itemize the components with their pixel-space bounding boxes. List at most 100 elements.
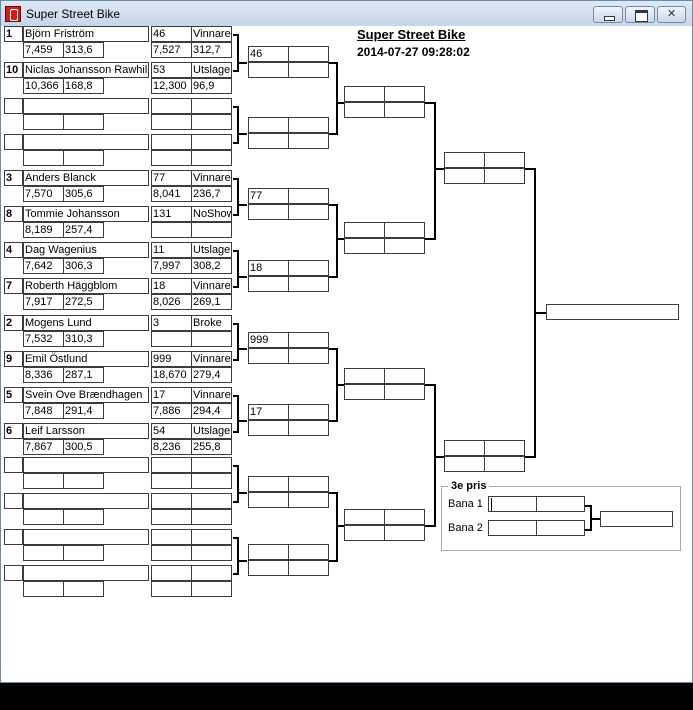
reaction-time2-field[interactable]: 12,300 — [151, 78, 192, 94]
seed-box[interactable] — [4, 529, 23, 545]
seed-box[interactable] — [4, 98, 23, 114]
reaction-time-field[interactable] — [23, 581, 64, 597]
result-field[interactable] — [191, 529, 232, 545]
reaction-time2-field[interactable] — [151, 114, 192, 130]
seed-box[interactable] — [4, 134, 23, 150]
round2-field[interactable] — [248, 276, 289, 292]
seed-box[interactable]: 9 — [4, 351, 23, 367]
maximize-button[interactable] — [625, 6, 655, 23]
rider-name-field[interactable] — [23, 493, 149, 509]
speed-field[interactable] — [63, 581, 104, 597]
speed-field[interactable] — [63, 545, 104, 561]
rider-name-field[interactable] — [23, 565, 149, 581]
round3-field[interactable] — [344, 238, 385, 254]
round3-field[interactable] — [384, 384, 425, 400]
result-field[interactable]: NoShow — [191, 206, 232, 222]
rider-name-field[interactable]: Svein Ove Brændhagen — [23, 387, 149, 403]
rider-name-field[interactable]: Emil Östlund — [23, 351, 149, 367]
result-field[interactable] — [191, 457, 232, 473]
opponent-field[interactable] — [151, 529, 192, 545]
close-button[interactable] — [657, 6, 686, 23]
result-field[interactable]: Vinnare — [191, 170, 232, 186]
reaction-time2-field[interactable] — [151, 581, 192, 597]
semifinal-field[interactable] — [444, 152, 485, 168]
speed-field[interactable]: 272,5 — [63, 294, 104, 310]
round2-field[interactable] — [288, 332, 329, 348]
reaction-time2-field[interactable] — [151, 509, 192, 525]
opponent-field[interactable] — [151, 493, 192, 509]
speed-field[interactable]: 291,4 — [63, 403, 104, 419]
rider-name-field[interactable]: Roberth Häggblom — [23, 278, 149, 294]
speed-field[interactable]: 257,4 — [63, 222, 104, 238]
reaction-time2-field[interactable] — [151, 473, 192, 489]
semifinal-field[interactable] — [444, 168, 485, 184]
round3-field[interactable] — [344, 384, 385, 400]
opponent-field[interactable]: 53 — [151, 62, 192, 78]
round2-number-field[interactable]: 18 — [248, 260, 289, 276]
speed2-field[interactable] — [191, 150, 232, 166]
semifinal-field[interactable] — [484, 440, 525, 456]
semifinal-field[interactable] — [484, 152, 525, 168]
round2-field[interactable] — [248, 420, 289, 436]
round3-field[interactable] — [344, 102, 385, 118]
reaction-time-field[interactable] — [23, 473, 64, 489]
rider-name-field[interactable] — [23, 529, 149, 545]
opponent-field[interactable]: 46 — [151, 26, 192, 42]
round3-field[interactable] — [384, 222, 425, 238]
opponent-field[interactable]: 77 — [151, 170, 192, 186]
reaction-time2-field[interactable] — [151, 150, 192, 166]
reaction-time-field[interactable] — [23, 509, 64, 525]
round3-field[interactable] — [344, 509, 385, 525]
minimize-button[interactable] — [593, 6, 623, 23]
round3-field[interactable] — [384, 525, 425, 541]
round2-field[interactable] — [248, 204, 289, 220]
opponent-field[interactable] — [151, 565, 192, 581]
round2-number-field[interactable] — [248, 544, 289, 560]
bronze-lane2-field[interactable] — [536, 520, 585, 536]
seed-box[interactable]: 10 — [4, 62, 23, 78]
speed-field[interactable] — [63, 473, 104, 489]
round2-field[interactable] — [288, 117, 329, 133]
title-bar[interactable]: Super Street Bike — [1, 1, 692, 26]
speed-field[interactable]: 287,1 — [63, 367, 104, 383]
result-field[interactable] — [191, 493, 232, 509]
speed2-field[interactable]: 96,9 — [191, 78, 232, 94]
seed-box[interactable]: 8 — [4, 206, 23, 222]
round3-field[interactable] — [384, 102, 425, 118]
reaction-time2-field[interactable]: 7,997 — [151, 258, 192, 274]
rider-name-field[interactable]: Mogens Lund — [23, 315, 149, 331]
seed-box[interactable] — [4, 457, 23, 473]
reaction-time-field[interactable]: 7,570 — [23, 186, 64, 202]
reaction-time-field[interactable]: 7,867 — [23, 439, 64, 455]
rider-name-field[interactable]: Tommie Johansson — [23, 206, 149, 222]
reaction-time2-field[interactable]: 8,236 — [151, 439, 192, 455]
reaction-time-field[interactable]: 7,642 — [23, 258, 64, 274]
reaction-time-field[interactable]: 7,917 — [23, 294, 64, 310]
speed2-field[interactable]: 312,7 — [191, 42, 232, 58]
bronze-winner-field[interactable] — [600, 511, 673, 527]
opponent-field[interactable]: 17 — [151, 387, 192, 403]
reaction-time-field[interactable] — [23, 114, 64, 130]
opponent-field[interactable] — [151, 457, 192, 473]
round3-field[interactable] — [344, 222, 385, 238]
speed-field[interactable]: 168,8 — [63, 78, 104, 94]
round3-field[interactable] — [384, 368, 425, 384]
result-field[interactable]: Utslagen — [191, 423, 232, 439]
rider-name-field[interactable]: Björn Friström — [23, 26, 149, 42]
semifinal-field[interactable] — [484, 456, 525, 472]
round2-field[interactable] — [248, 348, 289, 364]
speed2-field[interactable]: 308,2 — [191, 258, 232, 274]
seed-box[interactable]: 5 — [4, 387, 23, 403]
round2-field[interactable] — [248, 62, 289, 78]
speed2-field[interactable]: 236,7 — [191, 186, 232, 202]
result-field[interactable]: Utslagen — [191, 62, 232, 78]
round2-field[interactable] — [288, 46, 329, 62]
speed-field[interactable]: 305,6 — [63, 186, 104, 202]
reaction-time-field[interactable]: 7,532 — [23, 331, 64, 347]
speed-field[interactable]: 300,5 — [63, 439, 104, 455]
reaction-time-field[interactable]: 10,366 — [23, 78, 64, 94]
semifinal-field[interactable] — [444, 456, 485, 472]
result-field[interactable]: Vinnare — [191, 351, 232, 367]
result-field[interactable]: Vinnare — [191, 26, 232, 42]
round3-field[interactable] — [384, 238, 425, 254]
